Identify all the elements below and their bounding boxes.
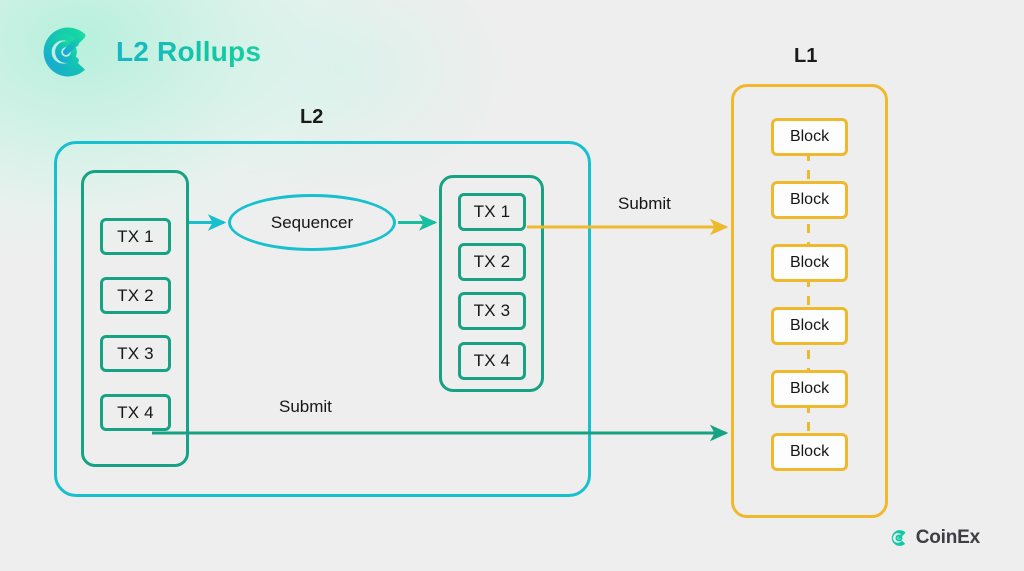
- ordered-tx-item: TX 4: [458, 342, 526, 380]
- l2-caption: L2: [300, 106, 324, 128]
- ordered-transactions-pool: [439, 175, 544, 392]
- l1-block: Block: [771, 244, 848, 282]
- l1-block: Block: [771, 433, 848, 471]
- block-chain-connector: [807, 152, 810, 437]
- page-title: L2 Rollups: [116, 36, 262, 67]
- l1-caption: L1: [794, 45, 818, 67]
- l1-block: Block: [771, 118, 848, 156]
- pending-tx-item: TX 1: [100, 218, 171, 255]
- coinex-logo-icon: [32, 18, 100, 86]
- pending-tx-item: TX 4: [100, 394, 171, 431]
- l1-block: Block: [771, 307, 848, 345]
- l1-block: Block: [771, 370, 848, 408]
- l1-container: [731, 84, 888, 518]
- pending-tx-item: TX 2: [100, 277, 171, 314]
- coinex-watermark: CoinEx: [888, 527, 980, 549]
- sequencer-node: Sequencer: [228, 194, 396, 251]
- brand-header: L2 Rollups: [32, 18, 261, 86]
- submit-label-ordered: Submit: [618, 194, 671, 213]
- l1-block: Block: [771, 181, 848, 219]
- coinex-logo-icon: [888, 527, 910, 549]
- pending-transactions-pool: [81, 170, 189, 467]
- l2-container: [54, 141, 591, 497]
- ordered-tx-item: TX 2: [458, 243, 526, 281]
- pending-tx-item: TX 3: [100, 335, 171, 372]
- submit-label-pending: Submit: [279, 397, 332, 416]
- ordered-tx-item: TX 1: [458, 193, 526, 231]
- ordered-tx-item: TX 3: [458, 292, 526, 330]
- watermark-text: CoinEx: [915, 527, 980, 548]
